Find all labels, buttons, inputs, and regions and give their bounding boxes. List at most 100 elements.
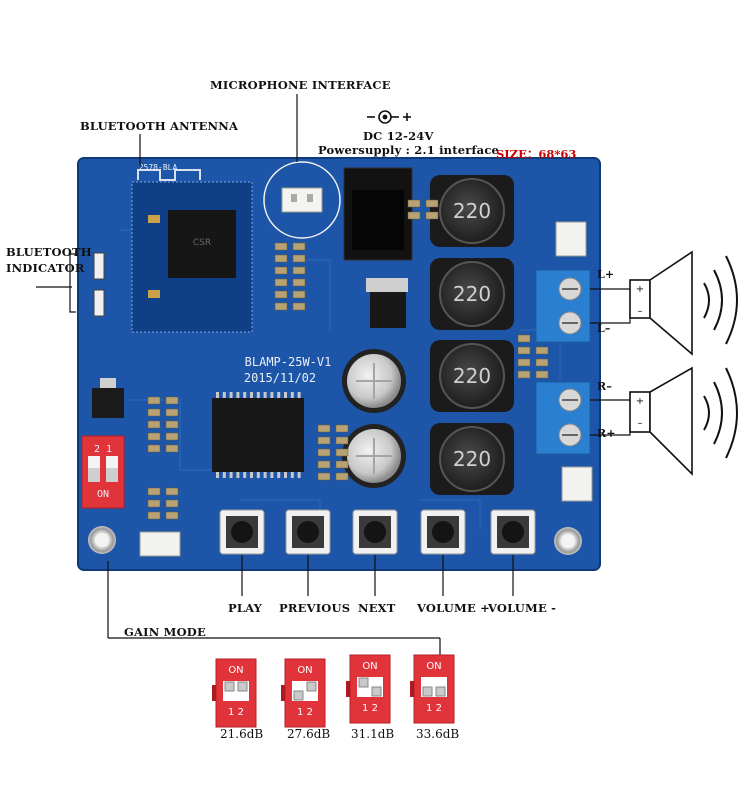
dc-power-jack — [343, 167, 413, 261]
inductor: 220 — [430, 423, 514, 495]
inductor-value: 220 — [453, 447, 491, 471]
tact-button-3[interactable] — [352, 509, 398, 555]
svg-text:+: + — [636, 396, 644, 407]
gain-switch-on-label: ON — [228, 665, 243, 676]
power-supply-label: Powersupply : 2.1 interface — [318, 143, 500, 157]
left-minus-label: L– — [597, 322, 611, 335]
smd-part — [274, 266, 288, 275]
smd-part — [165, 432, 179, 441]
gain-switch-on-label: ON — [362, 661, 377, 672]
antenna-ref: 2578-BLA — [139, 163, 178, 172]
play-label: PLAY — [228, 601, 263, 615]
speaker-terminals — [535, 269, 591, 455]
smd-part — [165, 408, 179, 417]
smd-part — [335, 460, 349, 469]
smd-part — [292, 302, 306, 311]
inductor-value: 220 — [453, 282, 491, 306]
volume-down-label: VOLUME - — [488, 601, 557, 615]
smd-part — [317, 460, 331, 469]
smd-components — [147, 199, 549, 520]
smd-part — [335, 448, 349, 457]
smd-part — [407, 199, 421, 208]
tact-button-1[interactable] — [219, 509, 265, 555]
inductor: 220 — [430, 258, 514, 330]
transistor — [92, 388, 124, 418]
electrolytic-capacitors — [342, 349, 406, 488]
smd-part — [535, 370, 549, 379]
dip-num-label: 2 1 — [94, 444, 112, 455]
smd-part — [147, 420, 161, 429]
smd-part — [292, 242, 306, 251]
inductor: 220 — [430, 340, 514, 412]
smd-part — [535, 358, 549, 367]
inductor-value: 220 — [453, 199, 491, 223]
smd-part — [517, 334, 531, 343]
previous-label: PREVIOUS — [279, 601, 351, 615]
smd-part — [274, 302, 288, 311]
smd-part — [147, 487, 161, 496]
left-sound-waves-icon — [703, 255, 738, 345]
svg-text:–: – — [638, 306, 643, 317]
bluetooth-antenna-label: BLUETOOTH ANTENNA — [80, 119, 239, 133]
smd-part — [165, 511, 179, 520]
tactile-buttons — [219, 509, 536, 555]
tact-button-4[interactable] — [420, 509, 466, 555]
smd-part — [147, 499, 161, 508]
gain-value-3: 31.1dB — [351, 727, 395, 741]
dc-polarity-icon — [367, 110, 411, 124]
gain-mode-label: GAIN MODE — [124, 625, 206, 639]
gain-switch-1: ON1 2 — [212, 658, 257, 728]
smd-part — [165, 499, 179, 508]
microphone-connector — [263, 161, 341, 239]
smd-part — [335, 424, 349, 433]
microphone-interface-label: MICROPHONE INTERFACE — [210, 78, 391, 92]
smd-part — [317, 472, 331, 481]
smd-part — [335, 436, 349, 445]
smd-part — [165, 420, 179, 429]
gain-switch-on-label: ON — [426, 661, 441, 672]
smd-part — [274, 254, 288, 263]
dc-voltage-label: DC 12-24V — [363, 129, 434, 143]
smd-part — [535, 346, 549, 355]
smd-part — [165, 487, 179, 496]
dip-on-label: ON — [97, 489, 109, 500]
smd-part — [147, 396, 161, 405]
bluetooth-module: CSR — [131, 169, 253, 333]
smd-part — [147, 444, 161, 453]
tact-button-2[interactable] — [285, 509, 331, 555]
smd-part — [425, 199, 439, 208]
inductors: 220 220 220 220 — [430, 175, 514, 495]
smd-part — [407, 211, 421, 220]
smd-part — [335, 472, 349, 481]
gain-switch-4: ON1 2 — [410, 654, 455, 724]
antenna-trace — [137, 169, 201, 181]
right-sound-waves-icon — [703, 367, 738, 459]
smd-part — [165, 396, 179, 405]
onboard-dip-switch — [81, 435, 125, 509]
volume-up-label: VOLUME + — [417, 601, 490, 615]
jst-connectors — [139, 221, 593, 557]
smd-part — [274, 290, 288, 299]
bluetooth-indicator-leds — [93, 252, 105, 317]
smd-part — [147, 432, 161, 441]
right-plus-label: R+ — [597, 427, 616, 440]
smd-part — [292, 266, 306, 275]
gain-switch-2: ON1 2 — [281, 658, 326, 728]
board-model: BLAMP-25W-V1 — [245, 355, 332, 369]
tact-button-5[interactable] — [490, 509, 536, 555]
right-speaker-icon: + – — [629, 366, 693, 476]
svg-text:CSR: CSR — [193, 238, 211, 248]
smd-part — [292, 254, 306, 263]
gain-value-4: 33.6dB — [416, 727, 460, 741]
smd-part — [274, 278, 288, 287]
voltage-regulator — [366, 278, 408, 328]
mounting-holes — [88, 526, 582, 555]
smd-part — [317, 448, 331, 457]
smd-part — [147, 511, 161, 520]
inductor: 220 — [430, 175, 514, 247]
smd-part — [517, 370, 531, 379]
gain-switch-on-label: ON — [297, 665, 312, 676]
